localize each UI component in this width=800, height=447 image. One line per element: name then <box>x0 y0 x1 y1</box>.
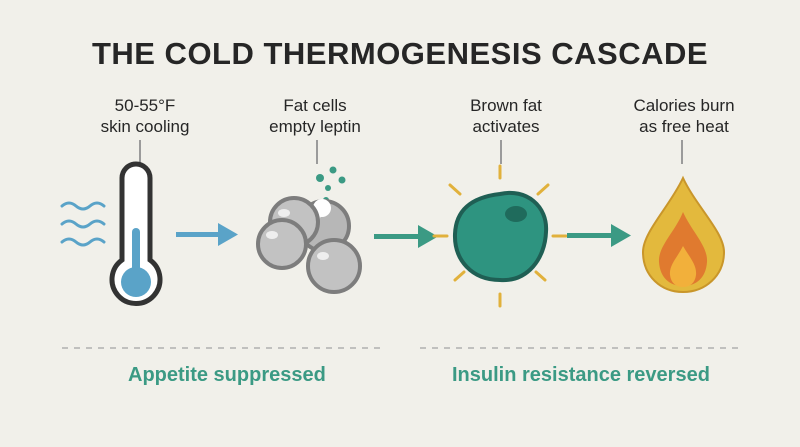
flame-icon <box>641 175 726 294</box>
step-label-skin-cooling: 50-55°F skin cooling <box>100 96 190 136</box>
thermometer-icon <box>109 161 163 306</box>
fat-cells-icon <box>256 166 362 294</box>
connector-tick <box>139 140 141 164</box>
step-label-brown-fat: Brown fat activates <box>470 96 542 136</box>
arrow-icon <box>374 225 438 248</box>
arrow-icon <box>176 223 238 246</box>
connector-tick <box>681 140 683 164</box>
connector-tick <box>316 140 318 164</box>
cold-air-waves-icon <box>60 201 106 247</box>
brown-fat-cell-icon <box>432 164 568 308</box>
connector-tick <box>500 140 502 164</box>
outcome-insulin-resistance-reversed: Insulin resistance reversed <box>452 364 710 386</box>
arrow-icon <box>567 224 631 247</box>
outcome-appetite-suppressed: Appetite suppressed <box>128 364 326 386</box>
diagram-title: THE COLD THERMOGENESIS CASCADE <box>91 36 709 71</box>
step-label-fat-cells: Fat cells empty leptin <box>269 96 361 136</box>
step-label-calories-burn: Calories burn as free heat <box>633 96 735 136</box>
